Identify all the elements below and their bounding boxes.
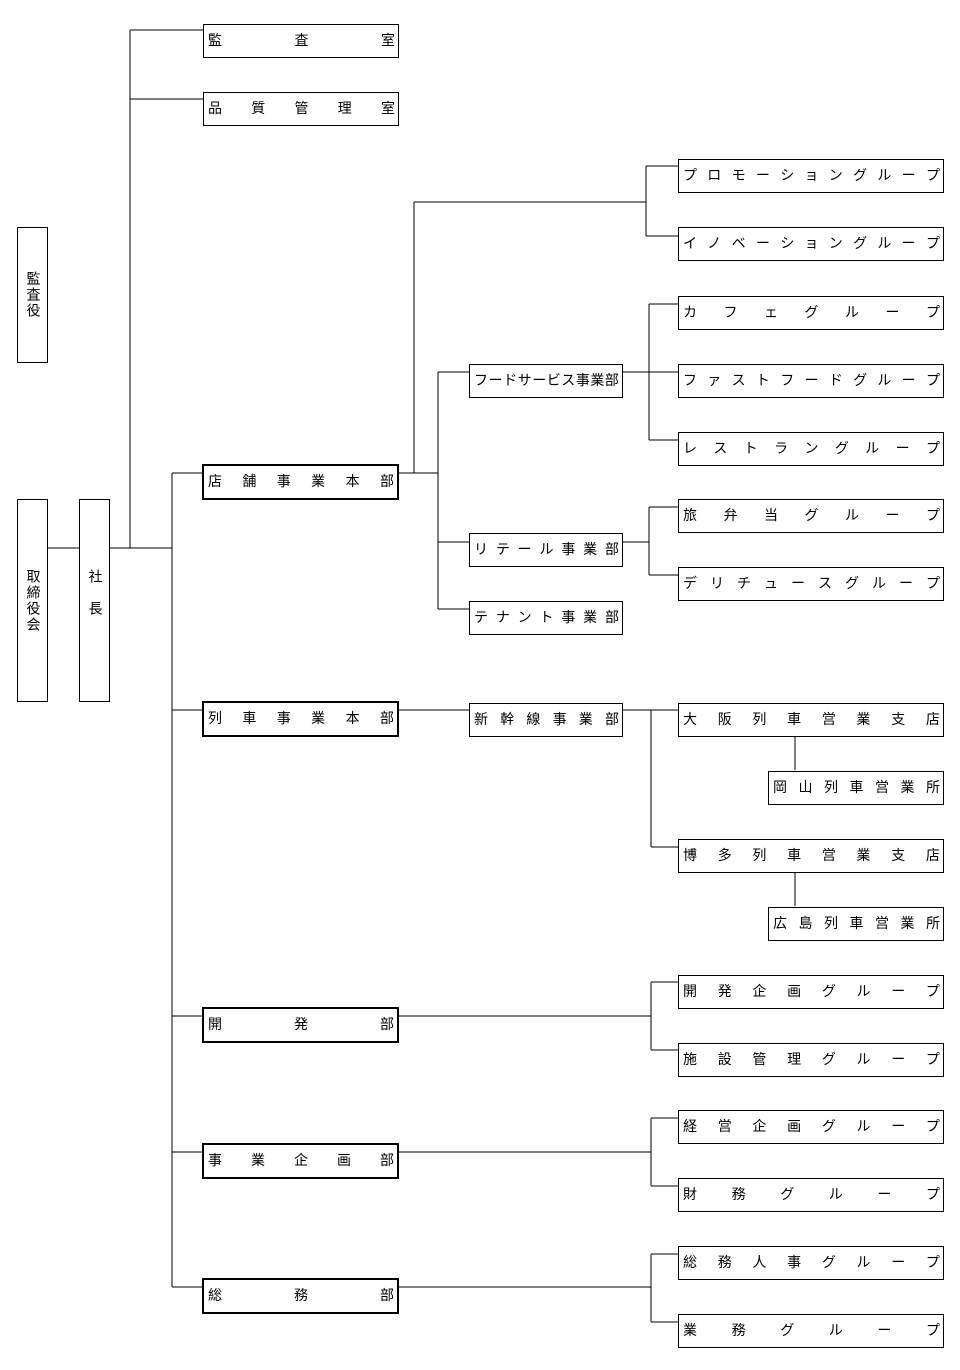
node-label: ファストフードグループ [683,373,940,389]
node-restaurant: レストラングループ [678,432,944,466]
node-label: イノベーショングループ [683,236,940,252]
node-hiroshima: 広島列車営業所 [768,907,944,941]
node-promotion: プロモーショングループ [678,159,944,193]
node-label: 列車事業本部 [208,711,394,727]
node-label: 経営企画グループ [683,1119,940,1135]
node-label: デリチュースグループ [683,576,940,592]
node-label: 岡山列車営業所 [773,780,940,796]
node-label: 業務グループ [683,1323,940,1339]
node-kansayaku: 監査役 [17,227,48,363]
node-label: 監査役 [24,271,41,319]
node-label: テナント事業部 [474,610,619,626]
node-label: フードサービス事業部 [474,373,619,389]
node-label: 施設管理グループ [683,1052,940,1068]
node-ekiben: 旅弁当グループ [678,499,944,533]
node-hakata: 博多列車営業支店 [678,839,944,873]
node-somu: 総務部 [202,1278,399,1314]
node-kaihatsu: 開発部 [202,1007,399,1043]
node-keiei-kikaku: 経営企画グループ [678,1110,944,1144]
node-osaka: 大阪列車営業支店 [678,703,944,737]
node-label: 広島列車営業所 [773,916,940,932]
node-label: 社長 [86,568,103,633]
node-kaihatsu-kikaku: 開発企画グループ [678,975,944,1009]
node-label: 開発企画グループ [683,984,940,1000]
node-label: レストラングループ [683,441,940,457]
node-label: リテール事業部 [474,542,619,558]
node-kansashitsu: 監査室 [203,24,399,58]
node-cafe: カフェグループ [678,296,944,330]
node-label: 監査室 [208,33,395,49]
node-tenpo-honbu: 店舗事業本部 [202,464,399,500]
node-zaimu: 財務グループ [678,1178,944,1212]
node-label: カフェグループ [683,305,940,321]
node-label: 財務グループ [683,1187,940,1203]
node-label: プロモーショングループ [683,168,940,184]
node-label: 新幹線事業部 [474,712,619,728]
node-label: 開発部 [208,1017,394,1033]
node-gyomu: 業務グループ [678,1314,944,1348]
node-label: 品質管理室 [208,101,395,117]
node-jigyo-kikaku: 事業企画部 [202,1143,399,1179]
node-torishimariyakukai: 取締役会 [17,499,48,702]
node-somu-jinji: 総務人事グループ [678,1246,944,1280]
node-ressha-honbu: 列車事業本部 [202,701,399,737]
node-label: 総務部 [208,1288,394,1304]
node-tenant: テナント事業部 [469,601,623,635]
node-label: 店舗事業本部 [208,474,394,490]
node-label: 取締役会 [24,568,41,633]
node-fastfood: ファストフードグループ [678,364,944,398]
node-shisetsu: 施設管理グループ [678,1043,944,1077]
node-label: 総務人事グループ [683,1255,940,1271]
node-food-service: フードサービス事業部 [469,364,623,398]
node-delicious: デリチュースグループ [678,567,944,601]
node-shacho: 社長 [79,499,110,702]
node-innovation: イノベーショングループ [678,227,944,261]
node-label: 博多列車営業支店 [683,848,940,864]
node-shinkansen: 新幹線事業部 [469,703,623,737]
node-label: 旅弁当グループ [683,508,940,524]
node-label: 事業企画部 [208,1153,394,1169]
node-okayama: 岡山列車営業所 [768,771,944,805]
node-retail: リテール事業部 [469,533,623,567]
node-hinshitsu: 品質管理室 [203,92,399,126]
node-label: 大阪列車営業支店 [683,712,940,728]
